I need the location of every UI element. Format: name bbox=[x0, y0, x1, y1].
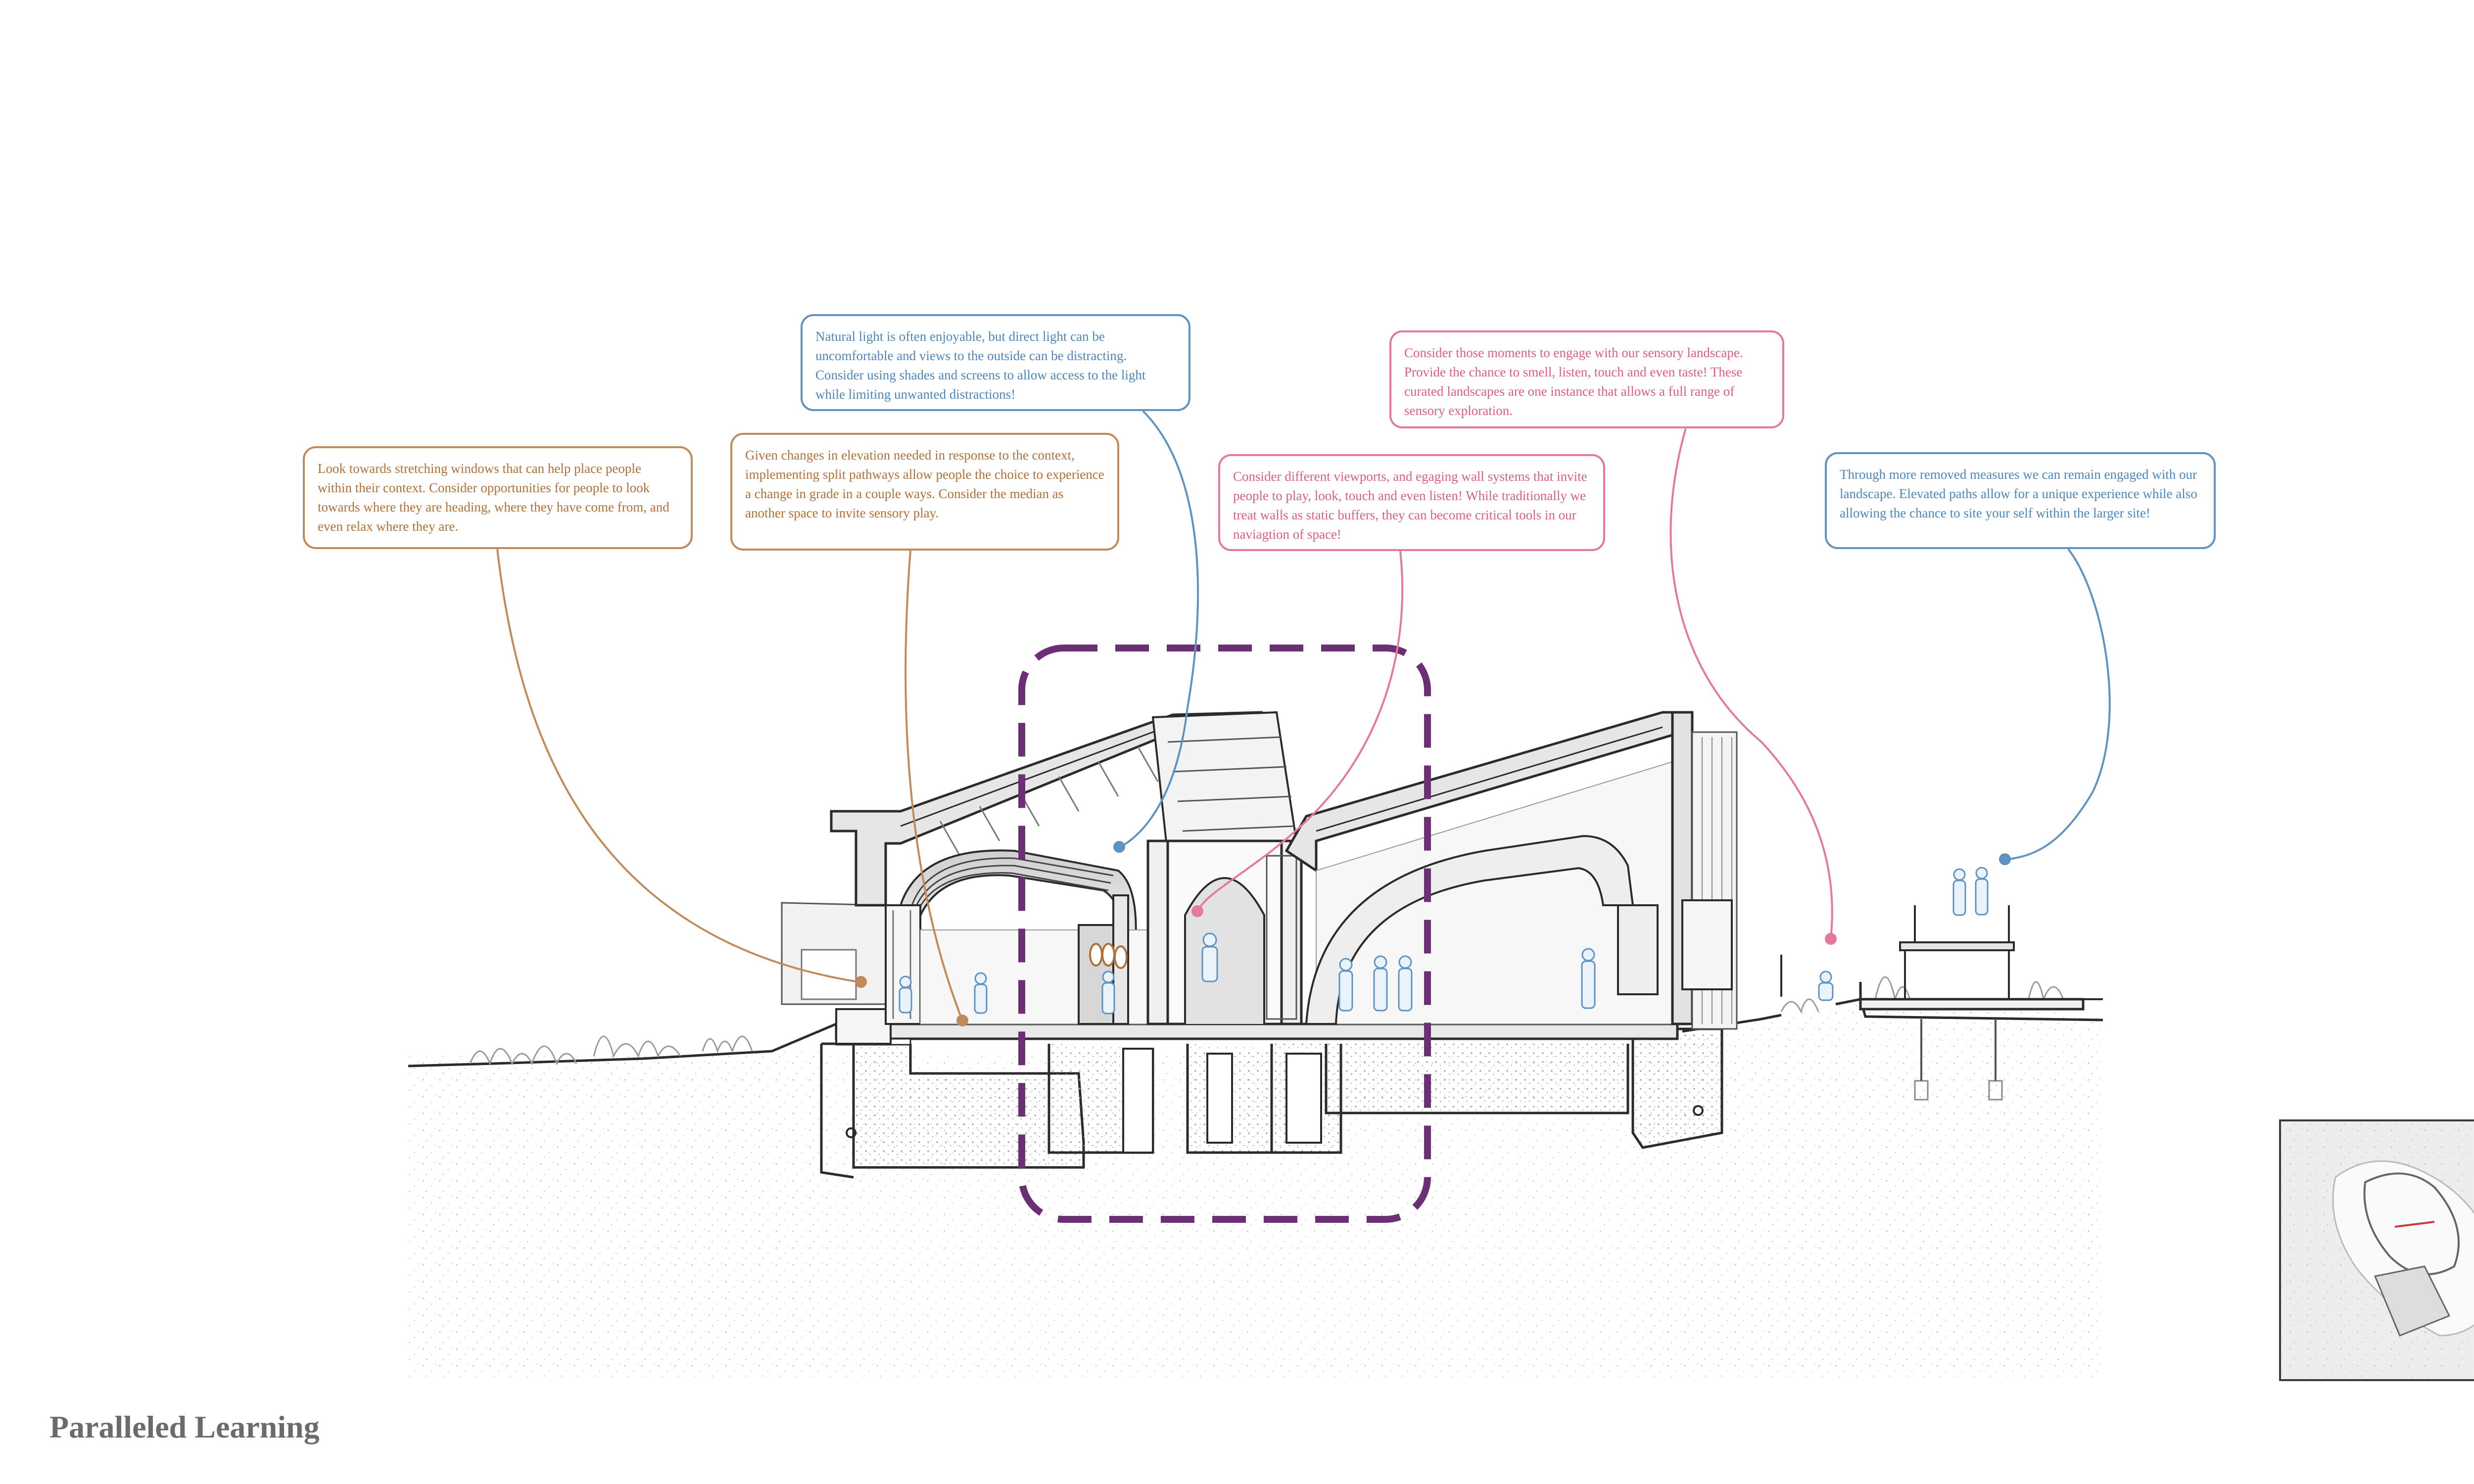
callout-elevated-paths: Through more removed measures we can rem… bbox=[1825, 452, 2216, 549]
callout-windows: Look towards stretching windows that can… bbox=[303, 446, 693, 549]
callout-viewports: Consider different viewports, and egagin… bbox=[1218, 454, 1605, 551]
person-figure bbox=[1373, 955, 1388, 1012]
left-annex bbox=[781, 902, 892, 1045]
person-figure bbox=[899, 975, 912, 1014]
leader-dots bbox=[855, 841, 2011, 1026]
callout-sensory: Consider those moments to engage with ou… bbox=[1389, 330, 1784, 428]
key-plan-inset bbox=[2279, 1119, 2474, 1381]
building-structure bbox=[830, 711, 1738, 1030]
person-figure bbox=[1338, 958, 1353, 1012]
callout-elevation: Given changes in elevation needed in res… bbox=[730, 433, 1119, 551]
person-figure bbox=[1952, 868, 1966, 916]
person-figure bbox=[1201, 932, 1218, 982]
person-figure bbox=[974, 972, 988, 1014]
focus-highlight-dashed bbox=[1018, 645, 1431, 1223]
person-figure bbox=[1398, 955, 1413, 1012]
callout-natural-light: Natural light is often enjoyable, but di… bbox=[801, 314, 1190, 411]
drawing-title: Paralleled Learning bbox=[49, 1409, 320, 1444]
leader-lines bbox=[496, 410, 2111, 1021]
foundation bbox=[820, 1019, 2003, 1179]
elevated-path bbox=[1780, 905, 2103, 1011]
person-figure bbox=[1581, 948, 1596, 1009]
person-figure bbox=[1818, 971, 1834, 1001]
people-figures bbox=[899, 867, 1989, 1015]
person-figure bbox=[1101, 971, 1115, 1015]
person-figure bbox=[1975, 867, 1989, 916]
floor-slab bbox=[835, 1022, 1679, 1046]
